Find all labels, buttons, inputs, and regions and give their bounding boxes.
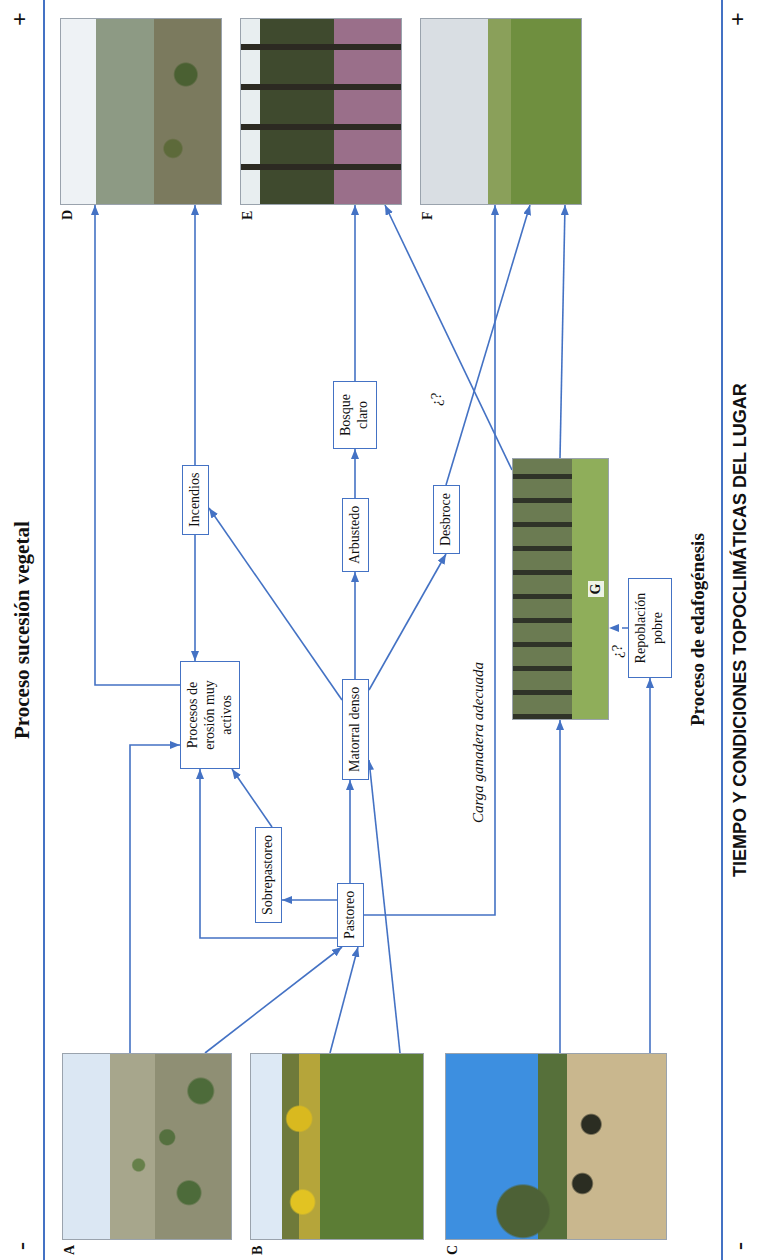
axis-label: + (724, 12, 750, 26)
connector-arrow (560, 205, 565, 458)
photo-panel: D (60, 18, 222, 205)
photo-panel: B (250, 1053, 424, 1240)
photo-letter: B (251, 1246, 265, 1255)
box-text: Repoblación pobre (633, 586, 667, 670)
photo-letter: F (421, 211, 435, 220)
connector-arrow (354, 205, 356, 381)
axis-label: - (8, 1242, 34, 1250)
connector-arrow (194, 205, 196, 465)
box-text: Sobrepastoreo (260, 835, 277, 915)
box-text: Bosque claro (338, 389, 372, 441)
connector-arrow (369, 554, 446, 690)
connector-arrow (349, 780, 351, 883)
process-box: Bosque claro (333, 381, 377, 449)
connector-arrow (354, 449, 356, 498)
process-box: Procesos de erosión muy activos (180, 661, 240, 769)
box-text: Matorral denso (347, 687, 364, 772)
axis-label: + (6, 12, 32, 26)
connector-arrow (232, 769, 272, 827)
process-box: Arbustedo (342, 498, 369, 572)
photo-letter: A (63, 1245, 77, 1255)
process-box: Incendios (182, 465, 209, 535)
edge-label: ¿? (428, 391, 445, 408)
connector-arrow (200, 769, 337, 938)
connector-arrow (130, 745, 180, 1053)
photo-panel: E (240, 18, 402, 205)
process-box: Desbroce (433, 485, 460, 554)
photo-panel: A (62, 1053, 232, 1240)
connector-arrow (385, 205, 512, 470)
box-text: Procesos de erosión muy activos (185, 669, 235, 761)
connector-arrow (364, 205, 495, 915)
axis-label: TIEMPO Y CONDICIONES TOPOCLIMÁTICAS DEL … (731, 383, 751, 877)
connector-arrow (446, 205, 530, 485)
box-text: Incendios (187, 473, 204, 527)
process-box: Sobrepastoreo (255, 827, 282, 923)
diagram-title: Proceso sucesión vegetal (10, 521, 35, 739)
process-box: Pastoreo (337, 883, 364, 947)
connector-arrow (194, 535, 196, 661)
connector-arrow (205, 947, 342, 1053)
axis-label: Proceso de edafogénesis (688, 533, 709, 726)
connector-arrow (330, 947, 358, 1053)
photo-panel: G (512, 458, 609, 720)
top-rule (43, 0, 45, 1260)
box-text: Pastoreo (342, 891, 359, 939)
axis-label: - (726, 1242, 752, 1250)
box-text: Desbroce (438, 493, 455, 546)
connector-arrow (369, 760, 400, 1053)
photo-letter: E (241, 211, 255, 220)
photo-letter: G (588, 581, 604, 598)
photo-letter: C (446, 1245, 460, 1255)
box-text: Arbustedo (347, 506, 364, 564)
connector-arrow (609, 627, 628, 629)
connector-arrow (354, 572, 356, 679)
photo-panel: F (420, 18, 582, 205)
connector-arrow (649, 678, 651, 1053)
connector-arrow (559, 720, 561, 1053)
bottom-rule (721, 0, 723, 1260)
connector-arrow (282, 899, 337, 901)
process-box: Repoblación pobre (628, 578, 672, 678)
photo-panel: C (445, 1053, 667, 1240)
connector-arrow (95, 205, 180, 685)
edge-label: Carga ganadera adecuada (470, 660, 487, 825)
photo-letter: D (61, 210, 75, 220)
process-box: Matorral denso (342, 679, 369, 780)
edge-label: ¿? (609, 643, 626, 660)
